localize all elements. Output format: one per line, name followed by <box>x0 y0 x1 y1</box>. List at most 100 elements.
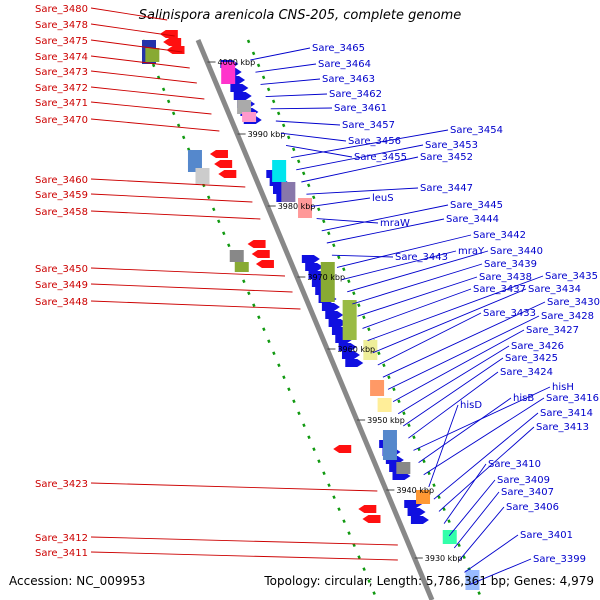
right-leader-line <box>301 156 419 183</box>
reverse-gene-arrow <box>362 515 381 523</box>
left-gene-label: Sare_3412 <box>35 533 88 544</box>
kbp-tick-label: 3970 kbp <box>307 273 345 282</box>
right-gene-label: Sare_3413 <box>536 422 589 433</box>
left-gene-label: Sare_3459 <box>35 190 88 201</box>
right-leader-line <box>418 397 512 463</box>
kbp-tick-label: 3980 kbp <box>278 202 316 211</box>
reverse-gene-arrow <box>247 240 266 248</box>
right-gene-label: Sare_3462 <box>329 89 382 100</box>
right-leader-line <box>265 93 328 98</box>
left-leader-line <box>90 536 398 546</box>
right-leader-line <box>270 107 333 110</box>
annotation-block <box>396 462 411 474</box>
left-leader-line <box>90 86 205 100</box>
annotation-block <box>298 198 313 218</box>
right-leader-line <box>459 506 505 561</box>
left-gene-label: Sare_3449 <box>35 280 88 291</box>
left-gene-label: Sare_3480 <box>35 4 88 15</box>
right-gene-label: Sare_3425 <box>505 353 558 364</box>
reverse-gene-arrow <box>333 445 352 453</box>
right-gene-label: Sare_3456 <box>348 136 401 147</box>
annotation-block <box>242 112 257 122</box>
right-leader-line <box>285 144 353 158</box>
kbp-tick-label: 3990 kbp <box>248 130 286 139</box>
right-leader-line <box>408 371 499 439</box>
reverse-gene-arrow <box>163 38 182 46</box>
right-gene-label: Sare_3399 <box>533 554 586 565</box>
forward-gene-arrow <box>407 508 426 516</box>
right-gene-label: Sare_3463 <box>322 74 375 85</box>
right-leader-line <box>377 312 482 366</box>
right-gene-label: Sare_3426 <box>511 341 564 352</box>
forward-gene-arrow <box>305 263 324 271</box>
left-gene-label: Sare_3474 <box>35 52 88 63</box>
forward-gene-arrow <box>338 343 357 351</box>
reverse-gene-arrow <box>358 505 377 513</box>
right-gene-label: Sare_3455 <box>354 152 407 163</box>
right-gene-label: Sare_3433 <box>483 308 536 319</box>
annotation-block <box>234 262 249 272</box>
kbp-tick-label: 3950 kbp <box>367 416 405 425</box>
forward-gene-arrow <box>325 311 344 319</box>
right-gene-label: Sare_3457 <box>342 120 395 131</box>
right-leader-line <box>387 315 540 390</box>
left-leader-line <box>90 39 183 53</box>
right-leader-line <box>275 120 341 126</box>
right-leader-line <box>397 345 510 415</box>
genome-backbone <box>195 39 435 600</box>
right-gene-label: Sare_3444 <box>446 214 499 225</box>
right-leader-line <box>464 534 519 573</box>
left-leader-line <box>90 551 398 561</box>
right-leader-line <box>443 463 487 524</box>
right-gene-label: Sare_3407 <box>501 487 554 498</box>
left-gene-labels: Sare_3480Sare_3478Sare_3475Sare_3474Sare… <box>35 4 398 561</box>
annotation-block <box>442 530 457 544</box>
right-gene-label: Sare_3439 <box>484 259 537 270</box>
right-gene-label: hisB <box>513 393 534 404</box>
left-gene-label: Sare_3460 <box>35 175 88 186</box>
annotation-block <box>145 48 160 62</box>
kbp-tick-label: 4000 kbp <box>218 58 256 67</box>
feature-track <box>142 30 480 590</box>
left-leader-line <box>90 300 301 310</box>
left-leader-line <box>90 101 212 115</box>
annotation-block <box>221 62 236 84</box>
forward-gene-arrow <box>301 255 320 263</box>
right-gene-label: Sare_3414 <box>540 408 593 419</box>
right-leader-line <box>428 404 459 488</box>
right-leader-line <box>453 491 500 549</box>
annotation-block <box>342 300 357 340</box>
annotation-block <box>237 100 252 114</box>
annotation-block <box>320 262 335 302</box>
map-title: Salinispora arenicola CNS-205, complete … <box>138 8 462 23</box>
annotation-block <box>281 182 296 202</box>
right-leader-line <box>352 263 483 305</box>
forward-gene-arrow <box>321 303 340 311</box>
left-gene-label: Sare_3470 <box>35 115 88 126</box>
left-gene-label: Sare_3448 <box>35 297 88 308</box>
right-gene-label: Sare_3464 <box>318 59 371 70</box>
right-gene-label: Sare_3410 <box>488 459 541 470</box>
right-gene-label: Sare_3435 <box>545 271 598 282</box>
left-leader-line <box>90 7 168 21</box>
left-leader-line <box>90 283 293 293</box>
genome-stats: Topology: circular; Length: 5,786,361 bp… <box>264 574 594 588</box>
right-gene-label: Sare_3454 <box>450 125 503 136</box>
left-leader-line <box>90 118 220 132</box>
reverse-gene-arrow <box>251 250 270 258</box>
right-gene-label: Sare_3443 <box>395 252 448 263</box>
forward-gene-arrow <box>410 516 429 524</box>
right-leader-line <box>326 218 445 244</box>
right-gene-label: Sare_3445 <box>450 200 503 211</box>
right-gene-label: Sare_3416 <box>546 393 599 404</box>
left-leader-line <box>90 178 246 188</box>
right-gene-label: Sare_3437 <box>473 284 526 295</box>
left-leader-line <box>90 482 378 492</box>
right-gene-label: Sare_3406 <box>506 502 559 513</box>
right-leader-line <box>336 234 472 268</box>
right-leader-line <box>280 132 347 142</box>
reverse-gene-arrow <box>214 160 233 168</box>
annotation-block <box>465 570 480 590</box>
right-gene-label: hisD <box>460 400 482 411</box>
